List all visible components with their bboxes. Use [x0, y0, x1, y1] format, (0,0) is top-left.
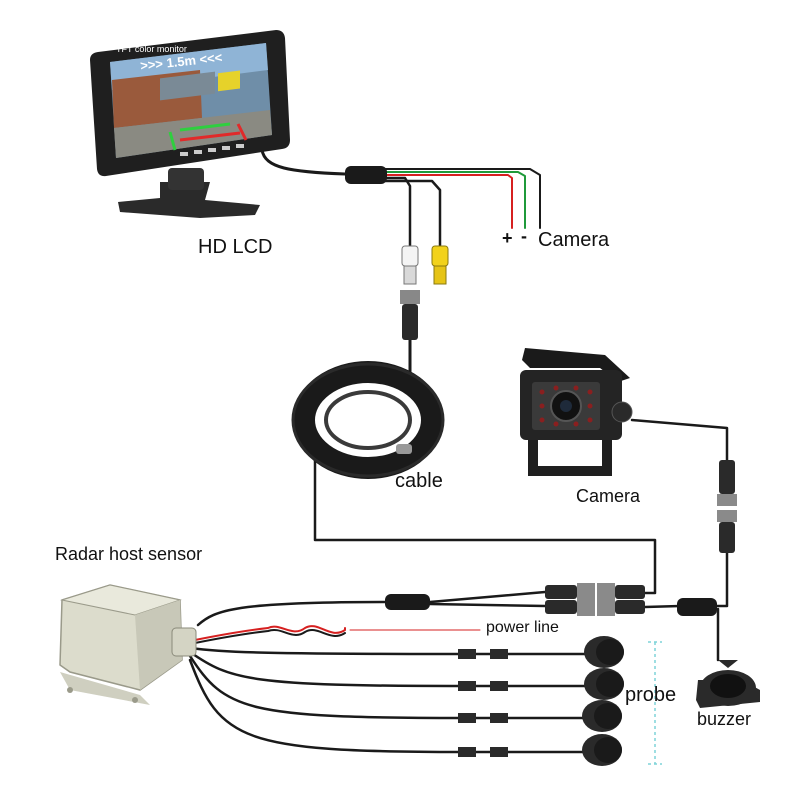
host-link-wire-2: [428, 590, 547, 604]
camera-knob: [611, 401, 633, 423]
coil-tail: [313, 448, 657, 595]
probe-wire-2: [188, 650, 587, 688]
screen-truck-cab: [218, 70, 240, 92]
cable-label: cable: [395, 470, 443, 492]
screen-guide-red: [179, 123, 248, 142]
probe-wire-4: [188, 658, 587, 754]
monitor-stand: [118, 182, 260, 218]
host-flange: [60, 672, 150, 705]
buzzer-device: [696, 660, 760, 708]
rca-yellow-plug: [431, 245, 449, 285]
screen-ground: [114, 110, 272, 158]
power-wire-black: [194, 628, 346, 644]
aviation-plug-top: [400, 290, 420, 340]
screen-truck-box: [160, 71, 215, 101]
probe-2: [458, 668, 624, 700]
monitor-neck: [168, 168, 204, 190]
buzzer-label: buzzer: [697, 709, 752, 729]
camera-unit-label: Camera: [576, 486, 641, 506]
host-link-wire-3: [428, 602, 547, 608]
rca-white-plug: [401, 245, 419, 285]
camera-cable: [630, 418, 729, 462]
camera-wire-black: [384, 168, 541, 229]
host-link-wire: [196, 600, 387, 627]
video-wire-white: [383, 176, 412, 248]
probe-4: [458, 734, 622, 766]
power-line-label: power line: [486, 619, 559, 636]
minus-sign-label: -: [521, 226, 527, 246]
radar-host-label: Radar host sensor: [55, 544, 203, 564]
monitor-buttons: [180, 144, 244, 156]
probe-wire-3: [188, 654, 587, 720]
hd-lcd-monitor: [90, 30, 290, 218]
probe-1: [458, 636, 624, 668]
probe-3: [458, 700, 622, 732]
power-wire-red: [194, 625, 346, 641]
host-grommet: [171, 627, 197, 657]
screen-brand-text: TFT color monitor: [116, 44, 187, 54]
ir-leds: [539, 385, 593, 427]
probe-wire-1: [188, 646, 587, 656]
host-front: [135, 600, 182, 690]
buzzer-wire: [643, 604, 682, 609]
wire-splitter: [345, 166, 387, 184]
radar-host-box: [59, 584, 197, 705]
camera-wires-label: Camera: [538, 229, 610, 251]
camera-wire-green: [384, 171, 526, 229]
plus-sign-label: +: [502, 228, 513, 248]
camera-hood: [522, 348, 630, 382]
rear-camera: [520, 348, 633, 476]
camera-cable-lower: [710, 551, 729, 608]
probe-bracket: [648, 641, 662, 765]
camera-bracket: [528, 440, 612, 476]
camera-aviation-connector: [717, 460, 737, 553]
buzzer-connector: [677, 598, 717, 616]
inline-connector-1: [385, 594, 430, 610]
cable-coil: [291, 361, 445, 479]
camera-wire-red: [384, 174, 513, 229]
probe-label: probe: [625, 684, 677, 706]
aviation-pair-upper: [545, 583, 645, 601]
video-wire-yellow: [383, 179, 442, 248]
monitor-cable: [260, 148, 347, 176]
aviation-pair-lower: [545, 598, 645, 616]
monitor-label: HD LCD: [198, 236, 273, 258]
screen-guide-green: [168, 122, 231, 151]
wires: [188, 148, 729, 754]
